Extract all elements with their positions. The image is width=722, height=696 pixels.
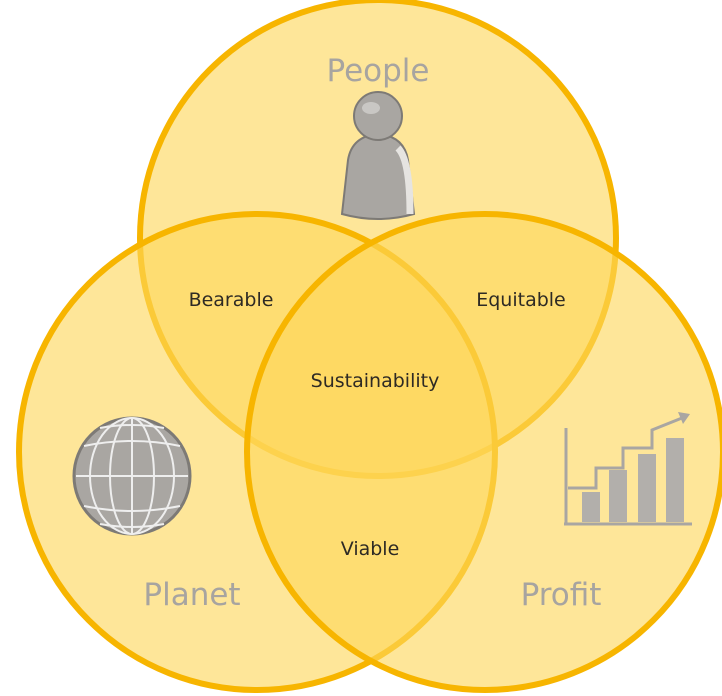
globe-icon [72, 416, 192, 536]
circle-profit [244, 211, 722, 693]
label-planet: Planet [143, 577, 240, 613]
label-profit: Profit [521, 577, 602, 613]
label-people: People [327, 53, 430, 89]
bar-chart-icon [564, 412, 692, 526]
person-icon [340, 91, 416, 220]
venn-circles [16, 0, 722, 693]
label-bearable: Bearable [189, 289, 274, 311]
label-viable: Viable [341, 538, 400, 560]
label-sustainability: Sustainability [311, 370, 440, 392]
label-equitable: Equitable [476, 289, 566, 311]
